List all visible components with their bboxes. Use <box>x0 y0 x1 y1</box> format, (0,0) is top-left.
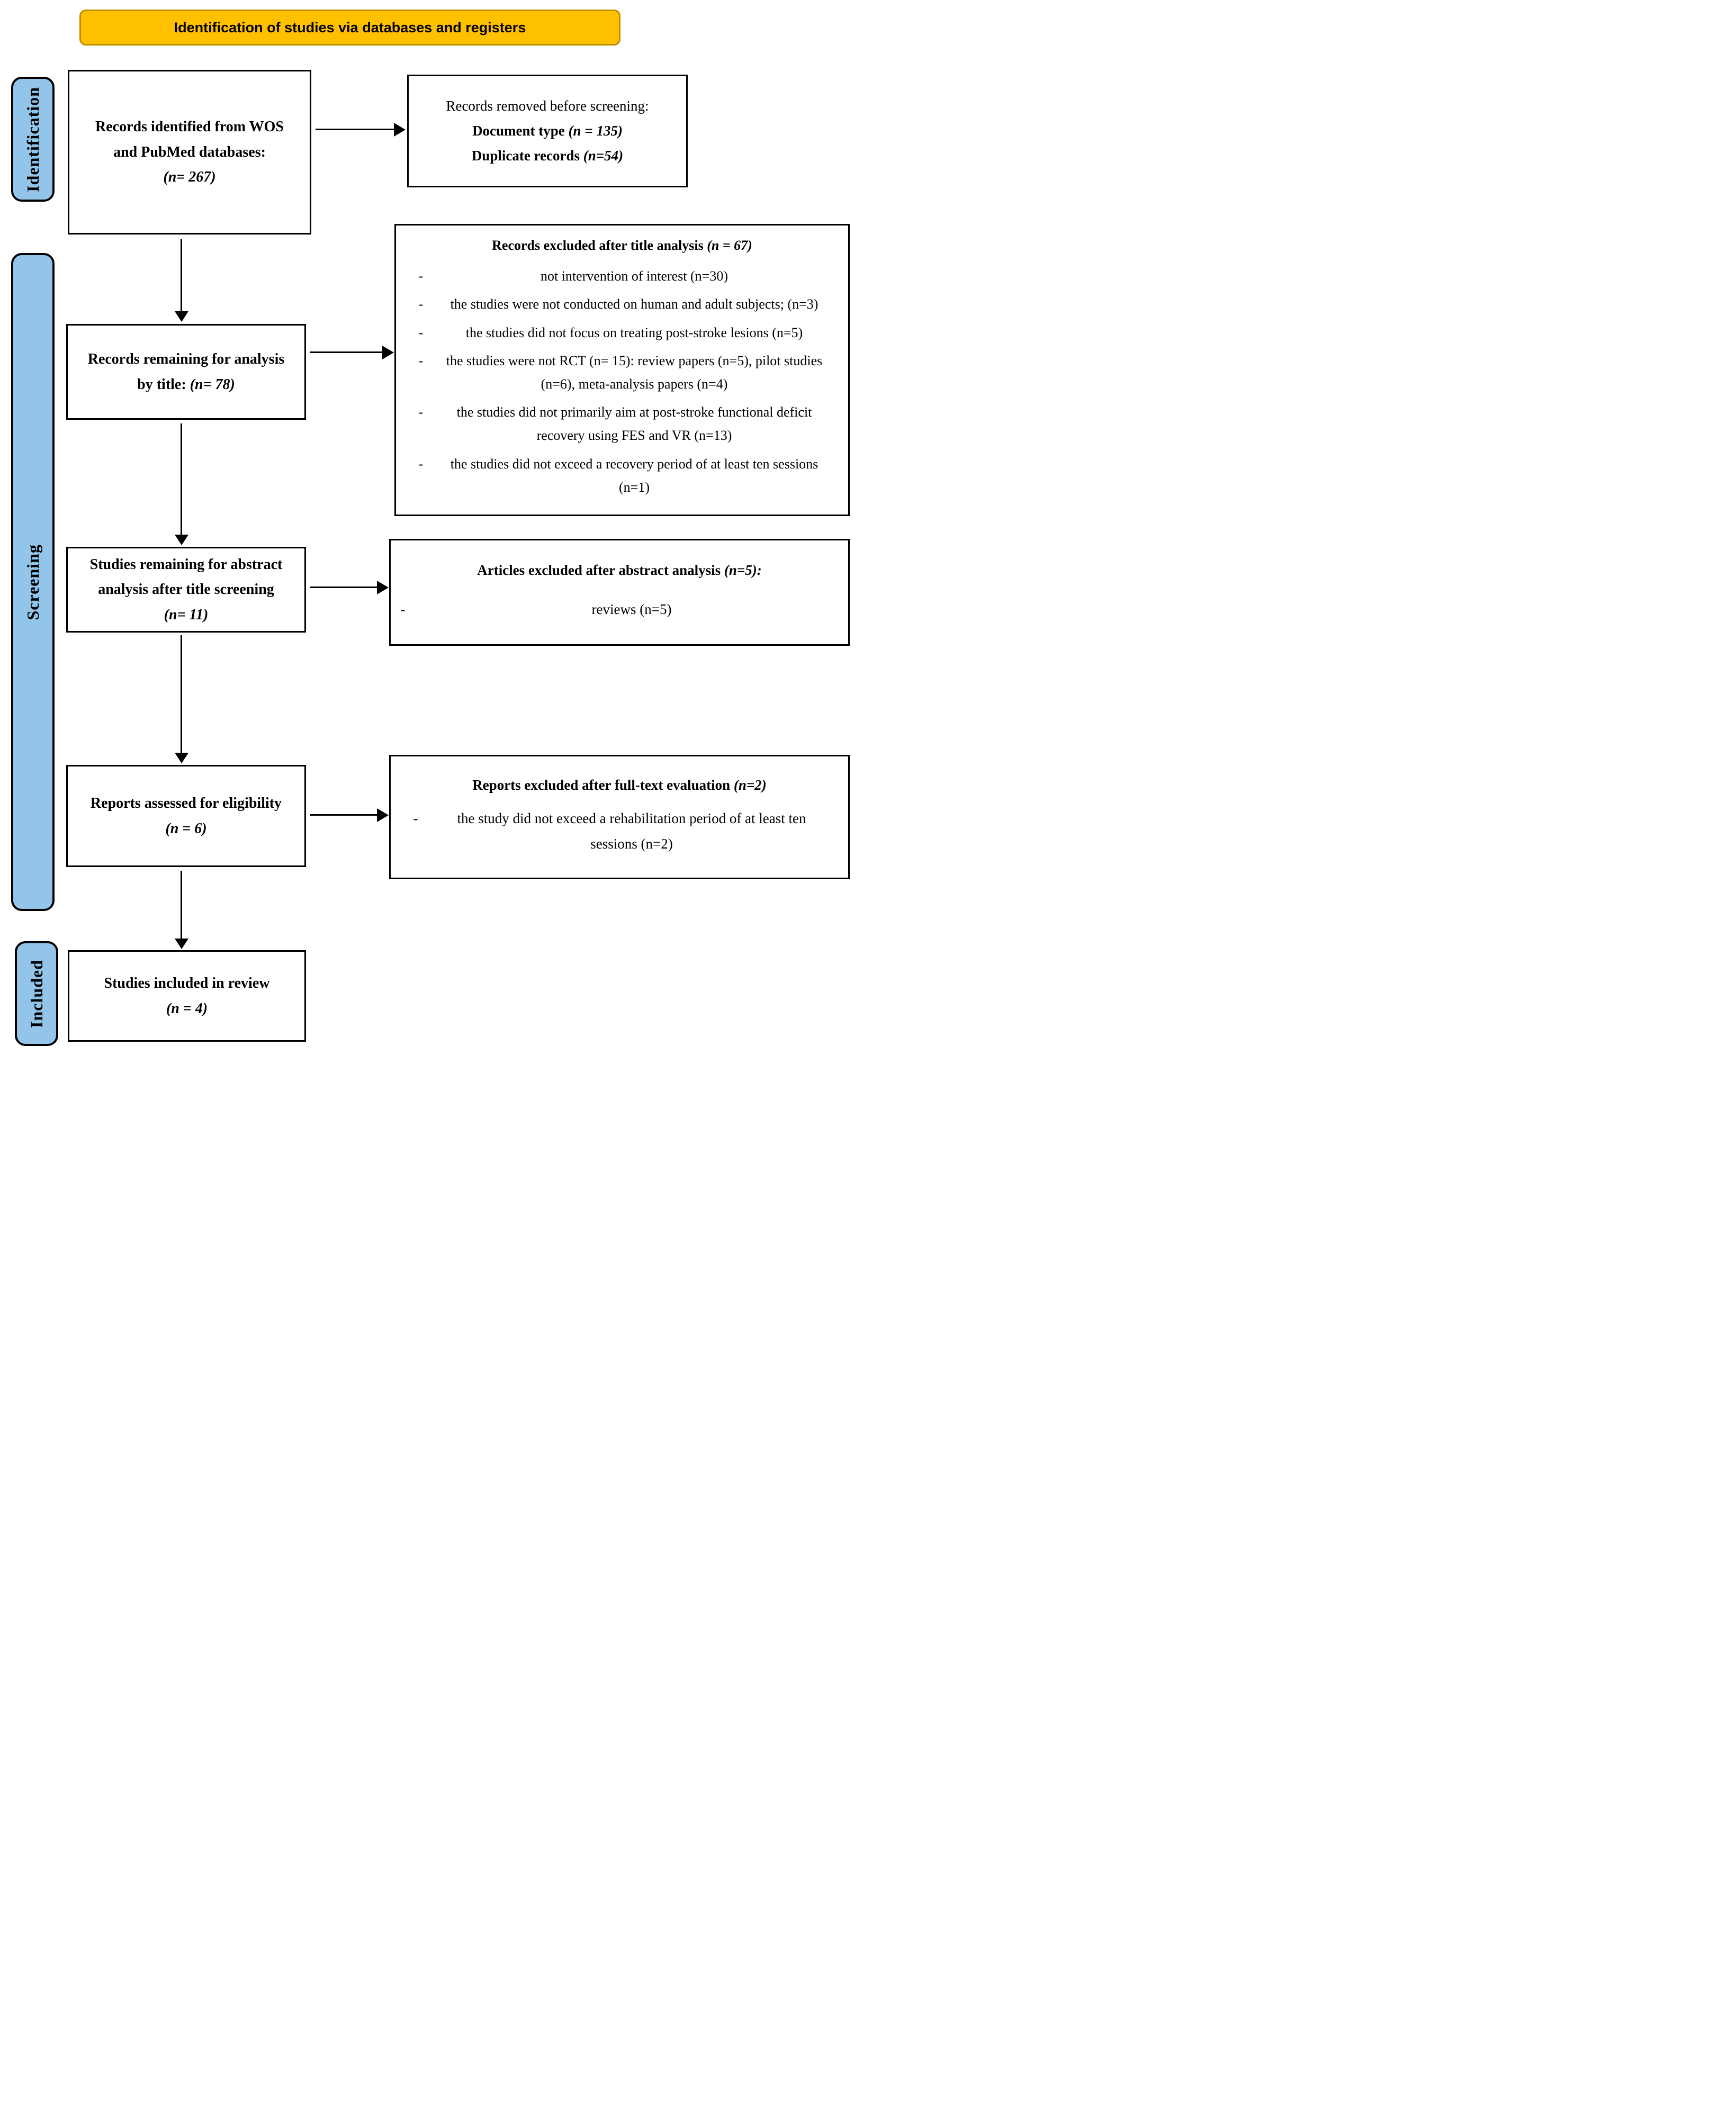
removed-reason-duplicates-label: Duplicate records <box>471 148 580 164</box>
excluded-reason: not intervention of interest (n=30) <box>540 268 728 284</box>
arrowhead-down-icon <box>175 535 188 545</box>
list-item: - the studies did not focus on treating … <box>409 321 835 345</box>
excluded-reason: the studies were not RCT (n= 15): review… <box>446 353 823 392</box>
arrow-eligibility-to-excluded <box>310 814 378 816</box>
stage-label-screening: Screening <box>11 253 55 911</box>
reports-eligibility-text: Reports assessed for eligibility <box>90 795 282 811</box>
list-item: - the studies did not primarily aim at p… <box>409 401 835 447</box>
excluded-reason: the studies were not conducted on human … <box>450 296 818 312</box>
arrowhead-down-icon <box>175 753 188 763</box>
box-excluded-title-analysis: Records excluded after title analysis (n… <box>394 224 850 516</box>
studies-included-text: Studies included in review <box>104 975 270 991</box>
box-excluded-fulltext: Reports excluded after full-text evaluat… <box>389 755 850 879</box>
arrow-title-down <box>181 423 182 536</box>
excluded-reason: the studies did not exceed a recovery pe… <box>450 456 818 495</box>
excluded-abstract-analysis-heading-count: (n=5): <box>724 562 762 579</box>
arrowhead-right-icon <box>377 808 389 822</box>
bullet-dash: - <box>418 268 424 284</box>
list-item: - the studies were not RCT (n= 15): revi… <box>409 349 835 396</box>
box-studies-remaining-abstract: Studies remaining for abstract analysis … <box>66 547 306 633</box>
records-remaining-title-count: (n= 78) <box>190 376 235 393</box>
list-item: - the study did not exceed a rehabilitat… <box>403 806 835 856</box>
excluded-abstract-analysis-list: - reviews (n=5) <box>391 597 848 627</box>
removed-reason-document-type-label: Document type <box>472 122 565 139</box>
arrow-identified-to-removed <box>316 129 395 130</box>
removed-reason-duplicates: Duplicate records (n=54) <box>472 143 623 168</box>
bullet-dash: - <box>400 601 406 617</box>
bullet-dash: - <box>418 404 424 420</box>
stage-label-included-text: Included <box>26 959 46 1028</box>
list-item: - the studies did not exceed a recovery … <box>409 453 835 499</box>
bullet-dash: - <box>413 810 418 827</box>
records-remaining-title-text: Records remaining for analysis by title: <box>87 350 285 393</box>
arrow-abstract-down <box>181 635 182 754</box>
stage-label-included: Included <box>15 941 58 1046</box>
stage-label-identification: Identification <box>11 77 55 202</box>
arrowhead-right-icon <box>382 346 394 359</box>
records-identified-text: Records identified from WOS and PubMed d… <box>95 119 284 160</box>
records-remaining-title-line: Records remaining for analysis by title:… <box>84 347 289 397</box>
bullet-dash: - <box>418 324 424 340</box>
excluded-abstract-analysis-heading-text: Articles excluded after abstract analysi… <box>477 562 721 579</box>
box-records-identified: Records identified from WOS and PubMed d… <box>68 70 311 234</box>
banner-title: Identification of studies via databases … <box>79 10 620 46</box>
arrowhead-right-icon <box>394 123 406 137</box>
arrow-identified-down <box>181 239 182 312</box>
excluded-reason: the studies did not focus on treating po… <box>465 324 803 340</box>
excluded-fulltext-list: - the study did not exceed a rehabilitat… <box>403 806 835 861</box>
bullet-dash: - <box>418 456 424 472</box>
bullet-dash: - <box>418 296 424 312</box>
excluded-title-analysis-heading-count: (n = 67) <box>707 238 752 253</box>
removed-reason-duplicates-count: (n=54) <box>583 148 624 164</box>
arrow-abstract-to-excluded <box>310 587 378 588</box>
list-item: - not intervention of interest (n=30) <box>409 265 835 288</box>
removed-reason-document-type-count: (n = 135) <box>568 122 623 139</box>
list-item: - reviews (n=5) <box>391 597 848 622</box>
stage-label-identification-text: Identification <box>23 86 42 192</box>
excluded-reason: the study did not exceed a rehabilitatio… <box>457 810 806 852</box>
bullet-dash: - <box>418 353 424 368</box>
arrowhead-down-icon <box>175 939 188 949</box>
reports-eligibility-count: (n = 6) <box>165 820 207 837</box>
excluded-fulltext-heading: Reports excluded after full-text evaluat… <box>472 773 767 798</box>
excluded-reason: the studies did not primarily aim at pos… <box>456 404 812 444</box>
prisma-flow-diagram: Identification of studies via databases … <box>0 0 868 1056</box>
arrowhead-down-icon <box>175 311 188 322</box>
box-excluded-abstract-analysis: Articles excluded after abstract analysi… <box>389 539 850 646</box>
box-reports-eligibility: Reports assessed for eligibility (n = 6) <box>66 765 306 867</box>
excluded-title-analysis-list: - not intervention of interest (n=30) - … <box>409 265 835 504</box>
excluded-reason: reviews (n=5) <box>591 601 672 617</box>
box-studies-included: Studies included in review (n = 4) <box>68 950 306 1042</box>
list-item: - the studies were not conducted on huma… <box>409 293 835 316</box>
removed-before-screening-heading: Records removed before screening: <box>446 97 649 114</box>
arrow-eligibility-down <box>181 871 182 940</box>
removed-reason-document-type: Document type (n = 135) <box>472 119 623 143</box>
excluded-title-analysis-heading-text: Records excluded after title analysis <box>492 238 704 253</box>
studies-remaining-abstract-text: Studies remaining for abstract analysis … <box>89 556 283 598</box>
records-identified-count: (n= 267) <box>163 169 216 186</box>
box-removed-before-screening: Records removed before screening: Docume… <box>407 75 688 187</box>
arrow-title-to-excluded <box>310 351 383 353</box>
excluded-abstract-analysis-heading: Articles excluded after abstract analysi… <box>477 558 762 583</box>
excluded-fulltext-heading-text: Reports excluded after full-text evaluat… <box>472 777 731 793</box>
studies-included-count: (n = 4) <box>166 1000 208 1017</box>
stage-label-screening-text: Screening <box>23 544 42 620</box>
arrowhead-right-icon <box>377 581 389 594</box>
studies-remaining-abstract-count: (n= 11) <box>164 606 209 623</box>
excluded-title-analysis-heading: Records excluded after title analysis (n… <box>492 234 752 257</box>
box-records-remaining-title: Records remaining for analysis by title:… <box>66 324 306 420</box>
excluded-fulltext-heading-count: (n=2) <box>733 777 767 793</box>
